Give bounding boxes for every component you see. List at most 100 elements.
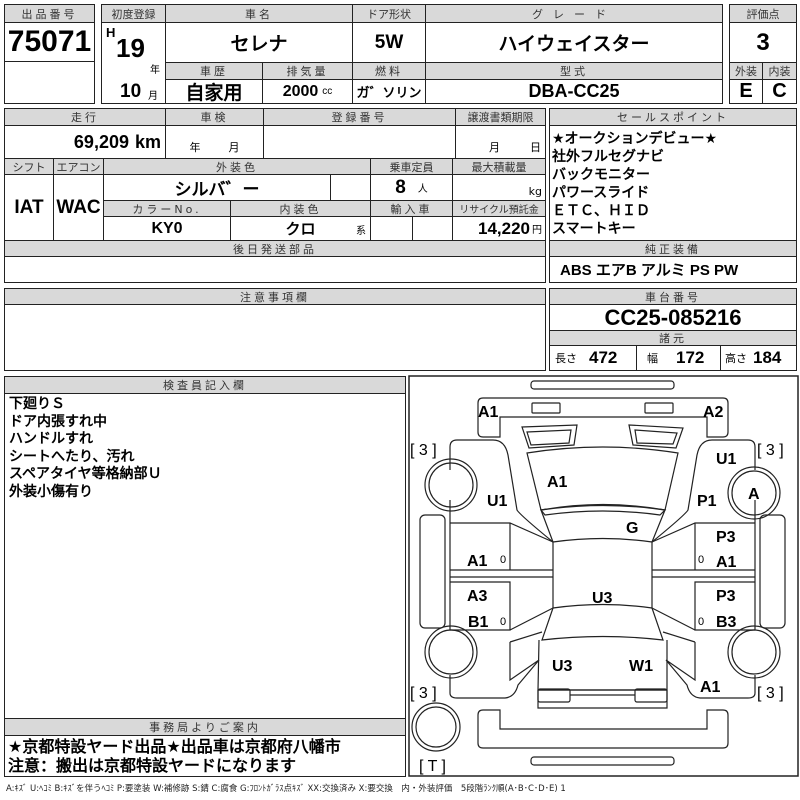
import-extra bbox=[412, 216, 453, 241]
taillight-right bbox=[634, 688, 668, 703]
fender-left bbox=[449, 439, 554, 543]
reg-no-label: 登録番号 bbox=[263, 108, 456, 126]
small-mark: 0 bbox=[698, 616, 704, 628]
ext-color-extra bbox=[330, 174, 371, 201]
mark: U1 bbox=[716, 451, 737, 468]
inspection-year-unit: 年 bbox=[189, 141, 201, 154]
sales-point: 社外フルセグナビ bbox=[552, 149, 664, 165]
tire-rl: [ 3 ] bbox=[410, 685, 437, 702]
notes-label: 注意事項欄 bbox=[4, 288, 546, 305]
chassis-label: 車台番号 bbox=[549, 288, 797, 305]
fender-right bbox=[651, 439, 756, 543]
sales-point: バックモニター bbox=[552, 167, 650, 183]
mark: A1 bbox=[547, 474, 568, 491]
shift-label: シフト bbox=[4, 158, 54, 175]
recycle-unit: 円 bbox=[532, 225, 542, 236]
rear-door-left bbox=[450, 576, 554, 631]
import-label: 輸入車 bbox=[370, 200, 453, 217]
ac-label: エアコン bbox=[53, 158, 104, 175]
sales-point: ★オークションデビュー★ bbox=[552, 131, 718, 147]
int-color-unit: 系 bbox=[356, 226, 366, 237]
reg-no-value bbox=[263, 125, 456, 159]
capacity-value: 8 bbox=[395, 176, 406, 198]
ext-color-value: シルバ゛ー bbox=[103, 174, 331, 201]
mark: A1 bbox=[478, 404, 499, 421]
import-value bbox=[370, 216, 413, 241]
mark: B3 bbox=[716, 614, 737, 631]
history-label: 車歴 bbox=[165, 62, 263, 80]
mark: A1 bbox=[467, 553, 488, 570]
sales-points-label: セールスポイント bbox=[549, 108, 797, 126]
inspection-label: 車検 bbox=[165, 108, 264, 126]
notes-value bbox=[4, 304, 546, 371]
grade-value: ハイウェイスター bbox=[425, 22, 723, 63]
inspector-line: ドア内張すれ中 bbox=[9, 413, 107, 430]
office-label: 事務局よりご案内 bbox=[4, 718, 406, 736]
capacity-label: 乗車定員 bbox=[370, 158, 453, 175]
legend: A:ｷｽﾞ U:ﾍｺﾐ B:ｷｽﾞを伴うﾍｺﾐ P:要塗装 W:補修跡 S:錆 … bbox=[6, 784, 566, 794]
recycle-value: 14,220 bbox=[478, 218, 530, 238]
transfer-month-unit: 月 bbox=[489, 141, 500, 154]
mark: A2 bbox=[703, 404, 724, 421]
height-value: 184 bbox=[753, 348, 782, 367]
lot-label: 出品番号 bbox=[4, 4, 95, 23]
color-no-label: カラーNo. bbox=[103, 200, 231, 217]
office-notes: ★京都特設ヤード出品★出品車は京都府八幡市 注意：搬出は京都特設ヤードになります bbox=[8, 737, 341, 775]
color-no-value: KY0 bbox=[103, 216, 231, 241]
small-mark: 0 bbox=[500, 554, 506, 566]
wheel-fl bbox=[424, 458, 478, 512]
damage-diagram: A1 A2 A1 U1 U1 P1 A G A1 A3 B1 P3 A1 P3 … bbox=[408, 375, 799, 777]
ext-score: E bbox=[729, 79, 763, 104]
max-load-label: 最大積載量 bbox=[452, 158, 546, 175]
inspector-line: 下廻りＳ bbox=[9, 396, 65, 412]
score-value: 3 bbox=[729, 22, 797, 63]
equipment-value: ABS エアB アルミ PS PW bbox=[549, 256, 797, 283]
sales-points-list: ★オークションデビュー★ 社外フルセグナビ バックモニター パワースライド ＥＴ… bbox=[552, 130, 717, 238]
mark: U3 bbox=[552, 658, 573, 675]
front-bumper bbox=[477, 397, 729, 438]
max-load-cell: kg bbox=[452, 174, 546, 201]
quarter-right bbox=[662, 631, 756, 699]
mark: P3 bbox=[716, 588, 736, 605]
small-mark: 0 bbox=[500, 616, 506, 628]
year-unit: 年 bbox=[150, 65, 160, 76]
chassis-value: CC25-085216 bbox=[549, 304, 797, 331]
car-outline bbox=[408, 375, 799, 777]
mileage-unit: km bbox=[134, 131, 161, 152]
tire-spare: [ T ] bbox=[419, 758, 446, 775]
wheel-spare bbox=[411, 702, 461, 752]
displacement-unit: cc bbox=[322, 86, 333, 97]
shift-value: IAT bbox=[4, 174, 54, 241]
wheel-fr bbox=[727, 466, 781, 520]
car-name-label: 車名 bbox=[165, 4, 353, 23]
transfer-label: 譲渡書類期限 bbox=[455, 108, 546, 126]
sales-point: パワースライド bbox=[552, 185, 650, 201]
int-score: C bbox=[762, 79, 797, 104]
fuel-value: ガ゛ソリン bbox=[352, 79, 426, 104]
mark: P1 bbox=[697, 493, 717, 510]
front-bumper-strip bbox=[530, 380, 675, 390]
rear-window bbox=[541, 607, 664, 641]
month-unit: 月 bbox=[148, 91, 158, 102]
damage-marks: A1 A2 A1 U1 U1 P1 A G A1 A3 B1 P3 A1 P3 … bbox=[410, 404, 784, 775]
grille-left bbox=[521, 424, 578, 449]
sill-left bbox=[419, 514, 446, 629]
sales-point: ＥＴＣ、ＨＩＤ bbox=[552, 203, 650, 219]
mark: A1 bbox=[716, 554, 737, 571]
era: H bbox=[106, 25, 116, 40]
int-color-cell: クロ 系 bbox=[230, 216, 371, 241]
mileage-value: 69,209 bbox=[73, 131, 129, 152]
reg-year: 19 bbox=[116, 33, 145, 63]
int-score-label: 内装 bbox=[762, 62, 797, 80]
transfer-day-unit: 日 bbox=[530, 141, 541, 154]
history-value: 自家用 bbox=[165, 79, 263, 104]
length-label: 長さ bbox=[555, 352, 577, 365]
inspector-line: 外装小傷有り bbox=[9, 483, 93, 500]
mark: P3 bbox=[716, 529, 736, 546]
max-load-unit: kg bbox=[528, 185, 542, 198]
int-color-value: クロ bbox=[285, 221, 316, 238]
headlight-left bbox=[531, 402, 561, 414]
